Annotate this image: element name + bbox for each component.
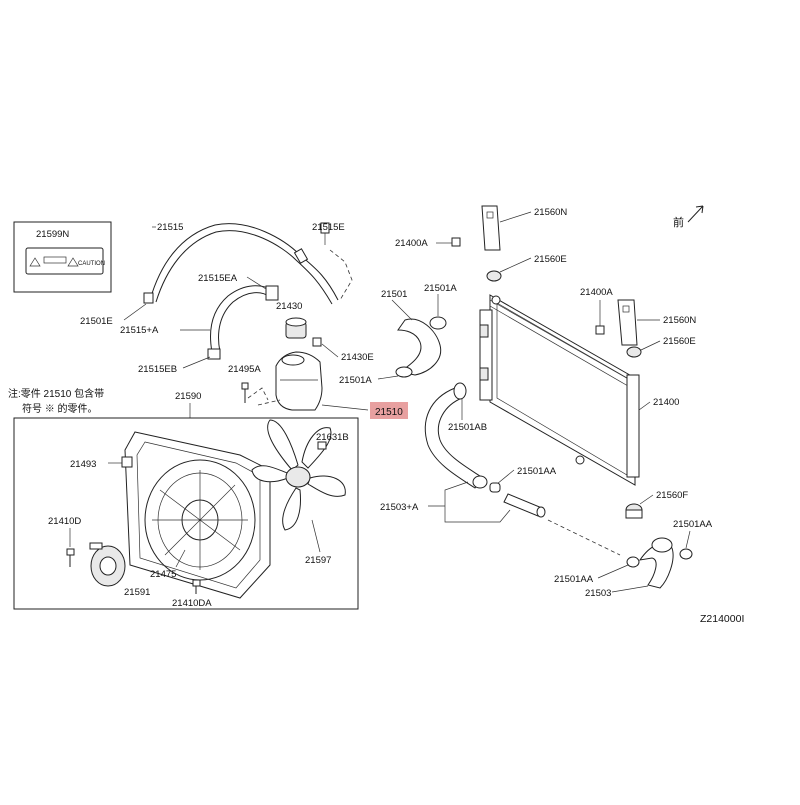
label-21515: 21515 bbox=[157, 222, 183, 233]
label-21599N: 21599N bbox=[36, 229, 69, 240]
label-21400A-left: 21400A bbox=[395, 238, 428, 249]
note-line-2: 符号 ※ 的零件。 bbox=[22, 402, 98, 415]
label-21597: 21597 bbox=[305, 555, 331, 566]
clip-21493 bbox=[121, 456, 133, 468]
bracket-21560N-right bbox=[617, 299, 642, 358]
caution-label-card: 21599N CAUTION bbox=[13, 221, 112, 293]
label-21515EA: 21515EA bbox=[198, 273, 238, 284]
fan-shroud-box bbox=[13, 417, 359, 610]
label-21501AA-bottom: 21501AA bbox=[554, 574, 594, 585]
label-21495A: 21495A bbox=[228, 364, 261, 375]
front-direction-mark: 前 bbox=[673, 205, 704, 229]
label-21560E-top: 21560E bbox=[534, 254, 567, 265]
label-21475: 21475 bbox=[150, 569, 176, 580]
label-21560F: 21560F bbox=[656, 490, 688, 501]
label-21560N-right: 21560N bbox=[663, 315, 696, 326]
label-21410DA: 21410DA bbox=[172, 598, 212, 609]
label-21501AA-right: 21501AA bbox=[673, 519, 713, 530]
label-21400A-right: 21400A bbox=[580, 287, 613, 298]
upper-hose-21501 bbox=[395, 316, 447, 378]
hose-21515 bbox=[143, 222, 339, 305]
radiator-21400 bbox=[479, 294, 640, 486]
label-21400: 21400 bbox=[653, 397, 679, 408]
label-21510: 21510 bbox=[375, 407, 403, 418]
bolt-21410D bbox=[66, 548, 75, 567]
fan-blade-21597 bbox=[251, 419, 346, 531]
label-21501A-bottom: 21501A bbox=[339, 375, 372, 386]
label-21590: 21590 bbox=[175, 391, 201, 402]
mount-21560F bbox=[625, 503, 643, 519]
label-21501E: 21501E bbox=[80, 316, 113, 327]
fan-shroud-21590 bbox=[124, 431, 271, 599]
bolt-21410DA bbox=[192, 579, 201, 594]
label-21430: 21430 bbox=[276, 301, 302, 312]
bolt-21400A-right bbox=[595, 325, 605, 335]
label-21501: 21501 bbox=[381, 289, 407, 300]
label-21501A-top: 21501A bbox=[424, 283, 457, 294]
note-line-1: 注:零件 21510 包含带 bbox=[8, 387, 104, 400]
label-21493: 21493 bbox=[70, 459, 96, 470]
pipe-fitting bbox=[503, 493, 546, 518]
bolt-21400A-left bbox=[451, 237, 461, 247]
clamp-21501AA bbox=[489, 482, 501, 493]
label-21501AA-mid: 21501AA bbox=[517, 466, 557, 477]
bracket-21560N-top bbox=[481, 205, 502, 282]
label-21501AB: 21501AB bbox=[448, 422, 487, 433]
label-21560N-top: 21560N bbox=[534, 207, 567, 218]
label-21430E: 21430E bbox=[341, 352, 374, 363]
label-21515A: 21515+A bbox=[120, 325, 159, 336]
diagram-code: Z214000I bbox=[700, 613, 744, 625]
part-21510-callout: 21510 bbox=[321, 402, 408, 419]
label-21515E: 21515E bbox=[312, 222, 345, 233]
label-21560E-right: 21560E bbox=[663, 336, 696, 347]
reservoir-cap-21430 bbox=[285, 317, 307, 339]
label-21591: 21591 bbox=[124, 587, 150, 598]
label-21410D: 21410D bbox=[48, 516, 81, 527]
lower-hose-21503 bbox=[626, 537, 693, 589]
front-label: 前 bbox=[673, 215, 684, 229]
lower-hose-21503A bbox=[424, 382, 488, 489]
label-21631B: 21631B bbox=[316, 432, 349, 443]
hose-21515A bbox=[207, 285, 279, 360]
label-21515EB: 21515EB bbox=[138, 364, 177, 375]
label-21503: 21503 bbox=[585, 588, 611, 599]
bolt-21495A bbox=[241, 382, 249, 403]
fan-motor-21591 bbox=[89, 542, 126, 587]
label-21503A: 21503+A bbox=[380, 502, 419, 513]
caution-text: CAUTION bbox=[78, 261, 105, 267]
reservoir-tank bbox=[275, 337, 323, 411]
